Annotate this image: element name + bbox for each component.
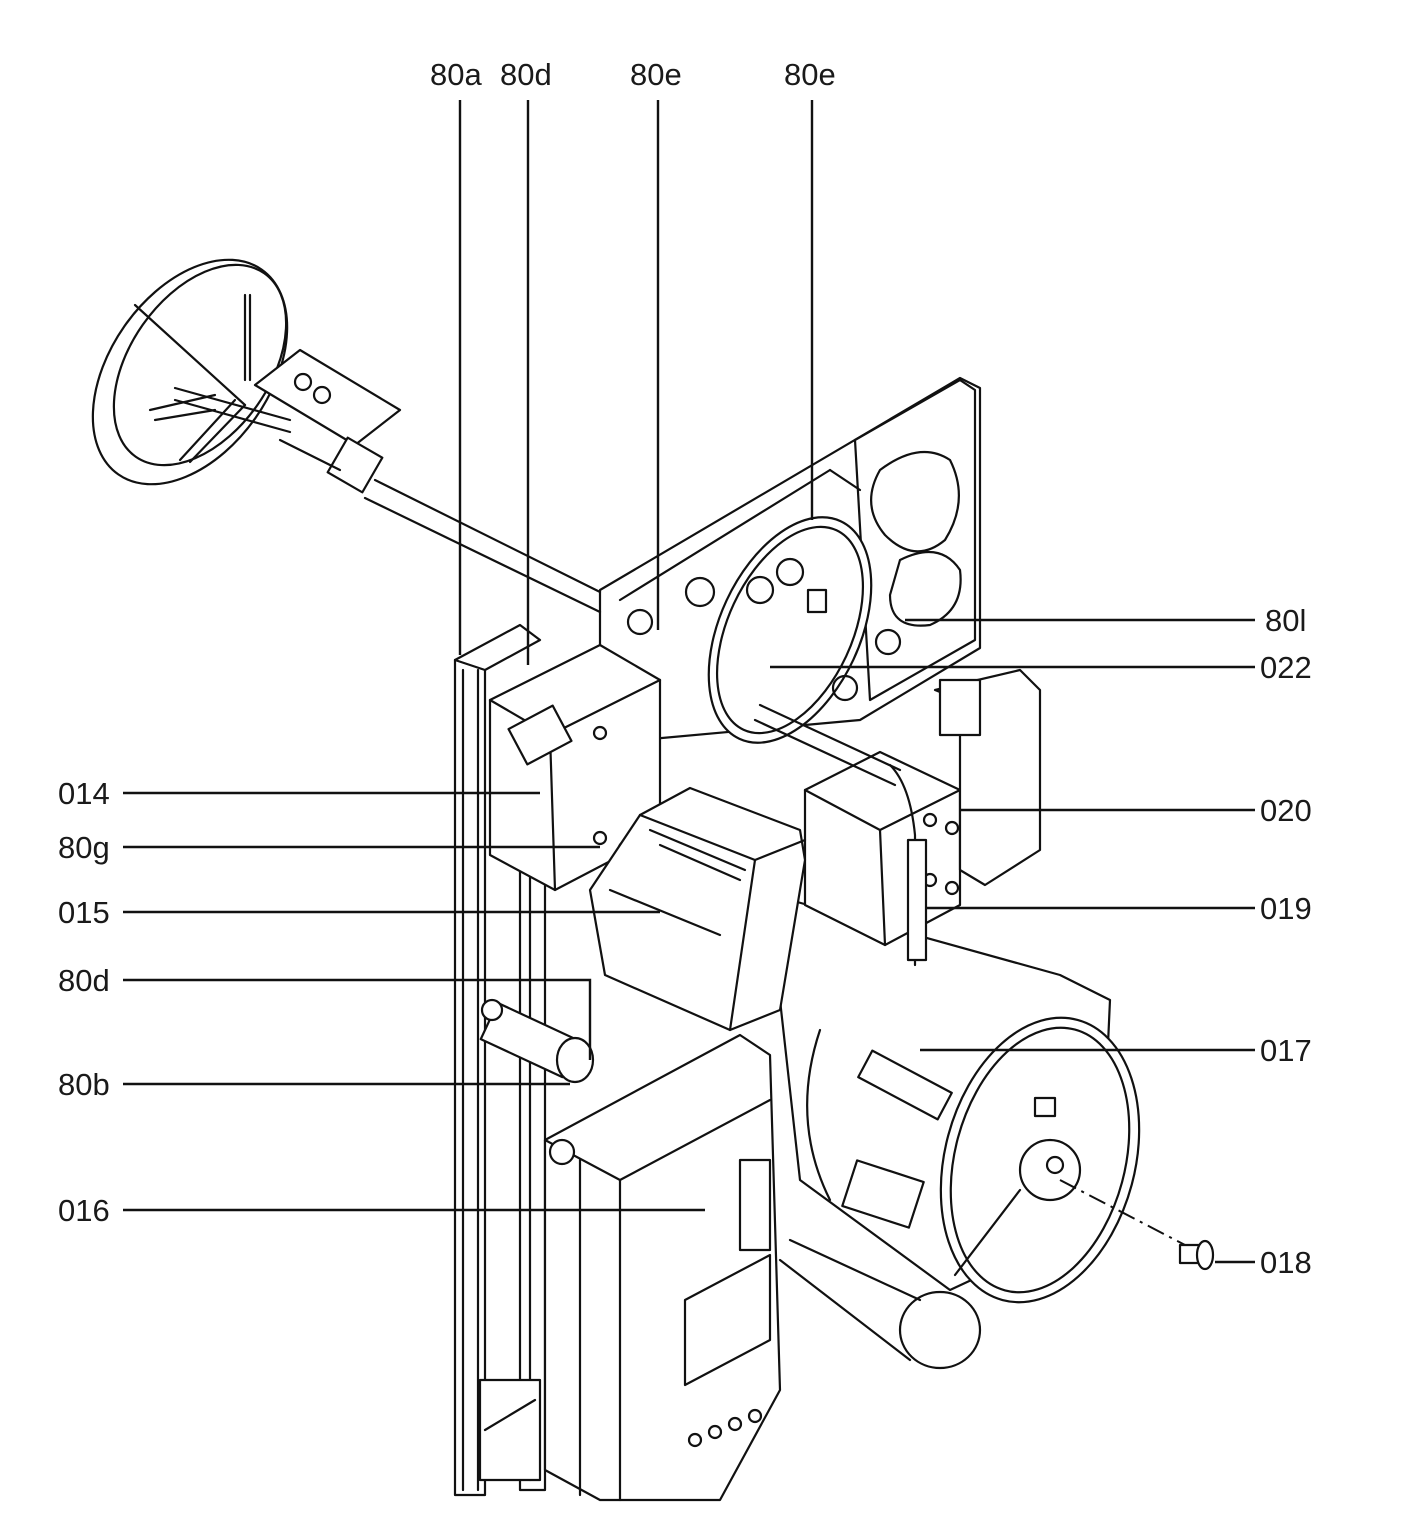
callout-80b: 80b xyxy=(58,1067,110,1102)
callout-80e-2: 80e xyxy=(784,57,836,92)
callout-020: 020 xyxy=(1260,793,1312,828)
solenoid-valve xyxy=(753,668,1042,967)
callout-018: 018 xyxy=(1260,1245,1312,1280)
ignition-head xyxy=(91,258,602,614)
callout-016: 016 xyxy=(58,1193,110,1228)
callout-014: 014 xyxy=(58,776,110,811)
ignition-transformer xyxy=(488,643,662,892)
leader-lines xyxy=(123,100,1255,1264)
control-box xyxy=(588,786,807,1032)
motor xyxy=(778,898,1141,1370)
callout-80a: 80a xyxy=(430,57,482,92)
callout-019: 019 xyxy=(1260,891,1312,926)
leader-80d-left xyxy=(123,978,592,1060)
fan-disc xyxy=(626,516,902,744)
callout-022: 022 xyxy=(1260,650,1312,685)
hinge-pin xyxy=(479,998,595,1084)
callout-80g: 80g xyxy=(58,830,110,865)
callout-80l: 80l xyxy=(1265,603,1306,638)
screw-018 xyxy=(1059,1179,1215,1271)
callout-labels: 80a 80d 80e 80e 014 80g 015 80d 80b 016 … xyxy=(58,57,1312,1280)
callout-80d-left: 80d xyxy=(58,963,110,998)
callout-015: 015 xyxy=(58,895,110,930)
callout-017: 017 xyxy=(1260,1033,1312,1068)
callout-80d-top: 80d xyxy=(500,57,552,92)
callout-80e-1: 80e xyxy=(630,57,682,92)
burner-control-unit xyxy=(543,1033,782,1502)
